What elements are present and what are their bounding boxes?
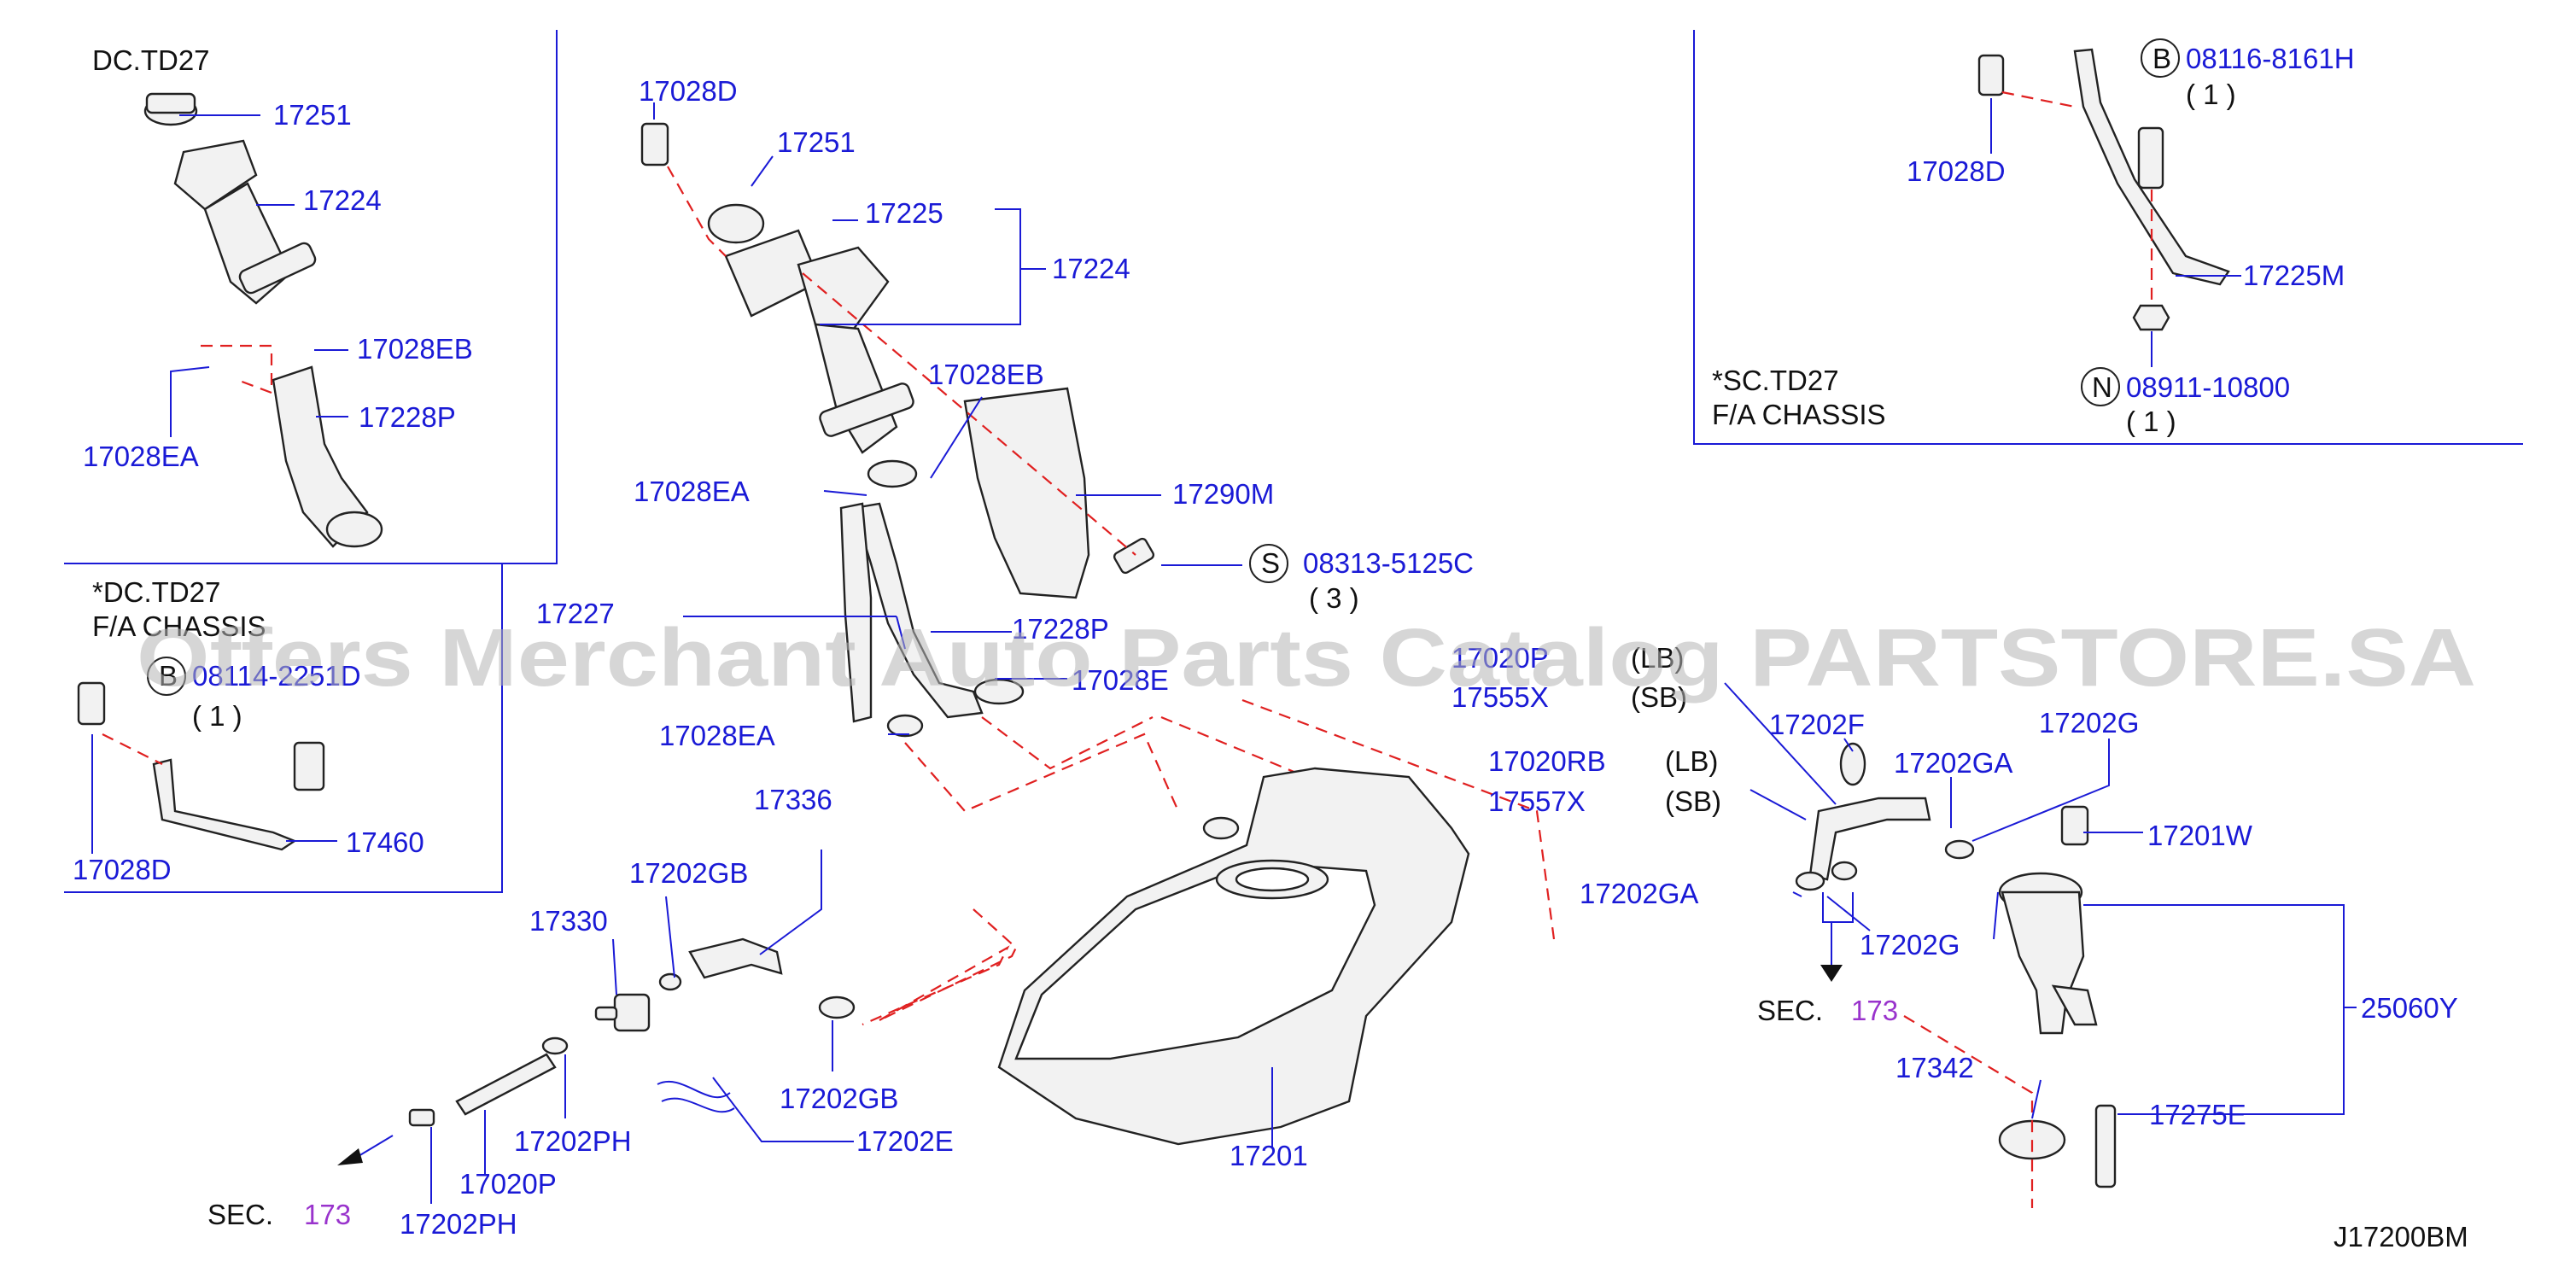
watermark-text: Offers Merchant Auto Parts Catalog PARTS… <box>137 612 2476 704</box>
label-17028EB: 17028EB <box>357 333 473 365</box>
label-17330: 17330 <box>529 905 608 937</box>
label-17251: 17251 <box>273 99 352 131</box>
label-sb-2: (SB) <box>1665 785 1721 817</box>
label-17202GA-top: 17202GA <box>1894 747 2012 779</box>
label-17028EA-top: 17028EA <box>634 476 750 507</box>
label-17202GB-bot: 17202GB <box>780 1083 898 1114</box>
label-17028D: 17028D <box>1907 155 2006 187</box>
label-17290M: 17290M <box>1172 478 1274 510</box>
sec-right-number: 173 <box>1851 995 1898 1026</box>
inset-title: DC.TD27 <box>92 44 210 76</box>
label-sb-1: (SB) <box>1631 681 1687 713</box>
label-17202PH-bot: 17202PH <box>400 1208 517 1240</box>
label-17225: 17225 <box>865 197 943 229</box>
inset-title: *DC.TD27 <box>92 576 220 608</box>
label-17202E: 17202E <box>856 1125 954 1157</box>
fuel-tank: 17201 <box>879 698 1556 1171</box>
inset-lines <box>170 114 348 437</box>
right-lines <box>1724 682 2357 1119</box>
label-17020P: 17020P <box>459 1168 557 1200</box>
label-17460: 17460 <box>346 826 424 858</box>
label-17342: 17342 <box>1895 1052 1974 1083</box>
arrow-icon <box>337 1148 363 1165</box>
b-qty: ( 1 ) <box>2186 79 2236 110</box>
label-17202GA-mid: 17202GA <box>1580 878 1698 909</box>
label-17251: 17251 <box>777 126 856 158</box>
inset-subtitle: F/A CHASSIS <box>1712 399 1886 430</box>
label-17224: 17224 <box>303 184 382 216</box>
fastener-number: 08114-2251D <box>192 660 361 692</box>
label-17028E: 17028E <box>1072 664 1169 696</box>
label-17202GB-top: 17202GB <box>629 857 748 889</box>
inset-title: *SC.TD27 <box>1712 365 1839 396</box>
label-17202F: 17202F <box>1769 709 1865 740</box>
label-17557X: 17557X <box>1488 785 1586 817</box>
label-17336: 17336 <box>754 784 832 815</box>
fastener-qty: ( 1 ) <box>192 700 242 732</box>
diagram-code: J17200BM <box>2334 1221 2468 1252</box>
filler-lines <box>653 102 1242 735</box>
label-17555X: 17555X <box>1452 681 1549 713</box>
label-17028EA: 17028EA <box>83 441 199 472</box>
label-lb-1: (LB) <box>1631 642 1684 674</box>
inset-dc-td27-chassis: *DC.TD27 F/A CHASSIS B 08114-2251D ( 1 )… <box>73 576 424 885</box>
fastener-s-circle <box>1249 544 1288 583</box>
label-17020RB: 17020RB <box>1488 745 1606 777</box>
label-17028D: 17028D <box>639 75 738 107</box>
sec-right-label: SEC. <box>1757 995 1823 1026</box>
fuel-cap-drawing <box>143 92 198 126</box>
label-17225M: 17225M <box>2243 260 2345 291</box>
label-17201: 17201 <box>1230 1140 1308 1171</box>
bracket-drawing <box>77 681 325 851</box>
s-code: S <box>1261 547 1280 579</box>
fastener-n-circle <box>2081 367 2120 406</box>
main-filler-assembly: 17028D 17251 17225 17224 17028EB 17028EA… <box>536 75 1474 838</box>
filler-drawings <box>640 122 1155 738</box>
right-vent-and-sender: 17020P (LB) 17555X (SB) 17202F 17202G 17… <box>1452 642 2458 1208</box>
label-17202G-top: 17202G <box>2039 707 2139 739</box>
lower-left-lines <box>337 850 854 1204</box>
label-17028EB: 17028EB <box>928 359 1044 390</box>
filler-neck-drawing <box>173 139 383 548</box>
label-17228P: 17228P <box>359 401 456 433</box>
label-17228P: 17228P <box>1012 613 1109 645</box>
n-number: 08911-10800 <box>2126 371 2290 403</box>
n-qty: ( 1 ) <box>2126 406 2176 437</box>
n-code: N <box>2092 371 2112 403</box>
fastener-b-circle <box>147 657 186 696</box>
label-17227: 17227 <box>536 598 615 629</box>
label-lb-2: (LB) <box>1665 745 1718 777</box>
s-qty: ( 3 ) <box>1309 582 1359 614</box>
label-25060Y: 25060Y <box>2361 992 2458 1024</box>
label-17028D: 17028D <box>73 854 172 885</box>
label-17224: 17224 <box>1052 253 1130 284</box>
fastener-code: B <box>159 660 178 692</box>
b-code: B <box>2153 43 2171 74</box>
label-17202G-mid: 17202G <box>1860 929 1960 960</box>
label-17201W: 17201W <box>2147 820 2253 851</box>
s-number: 08313-5125C <box>1303 547 1474 579</box>
arrow-down-icon <box>1820 965 1843 982</box>
fastener-b-circle <box>2141 38 2180 78</box>
inset-subtitle: F/A CHASSIS <box>92 610 266 642</box>
inset-dc-td27: DC.TD27 17251 17224 17028EB 17228P 17028… <box>83 44 473 548</box>
label-17275E: 17275E <box>2149 1099 2246 1130</box>
label-17028EA-bot: 17028EA <box>659 720 775 751</box>
b-number: 08116-8161H <box>2186 43 2355 74</box>
inset-frames <box>64 30 2523 893</box>
lower-left-hoses: 17336 17202GB 17330 17202GB 17202E 17202… <box>207 784 1010 1240</box>
label-17020P-lb: 17020P <box>1452 642 1549 674</box>
label-17202PH-mid: 17202PH <box>514 1125 632 1157</box>
sec-left-label: SEC. <box>207 1199 273 1230</box>
sec-left-number: 173 <box>304 1199 351 1230</box>
inset-sc-td27-chassis: B 08116-8161H ( 1 ) 17028D 17225M *SC.TD… <box>1712 38 2355 437</box>
